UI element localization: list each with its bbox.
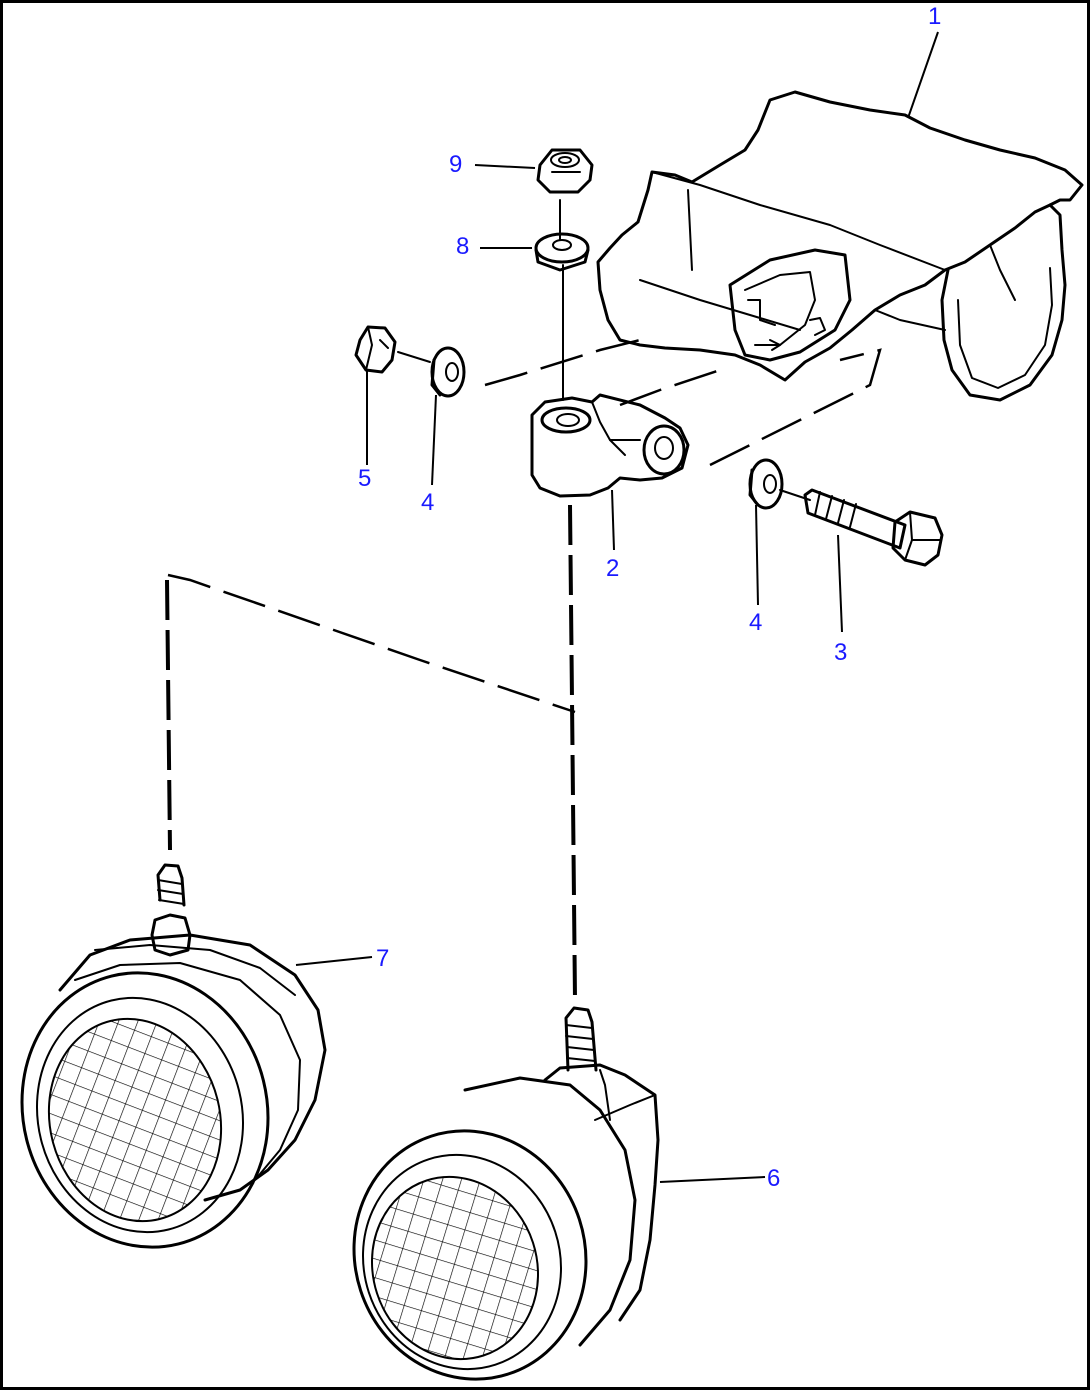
part-1-roof-housing [596, 90, 1084, 402]
callout-2: 2 [606, 555, 619, 582]
part-9-nut [536, 148, 594, 194]
callout-labels: 1 9 8 5 4 2 4 3 7 6 [358, 3, 941, 1192]
part-5-nut [354, 325, 397, 374]
callout-5: 5 [358, 465, 371, 492]
part-2-bracket [530, 393, 690, 498]
part-3-bolt [803, 488, 944, 567]
part-7-work-lamp [20, 863, 327, 1249]
callout-9: 9 [449, 151, 462, 178]
part-4-washer-lower [748, 458, 784, 510]
part-8-washer [534, 232, 590, 272]
callout-7: 7 [376, 945, 389, 972]
callout-1: 1 [928, 3, 941, 30]
assembly-lines [165, 199, 882, 1001]
part-6-work-lamp [352, 1006, 660, 1381]
part-4-washer-upper [430, 346, 466, 398]
callout-3: 3 [834, 639, 847, 666]
callout-4a: 4 [421, 489, 434, 516]
callout-4b: 4 [749, 609, 762, 636]
callout-6: 6 [767, 1165, 780, 1192]
leader-lines [295, 31, 939, 1183]
callout-8: 8 [456, 233, 469, 260]
